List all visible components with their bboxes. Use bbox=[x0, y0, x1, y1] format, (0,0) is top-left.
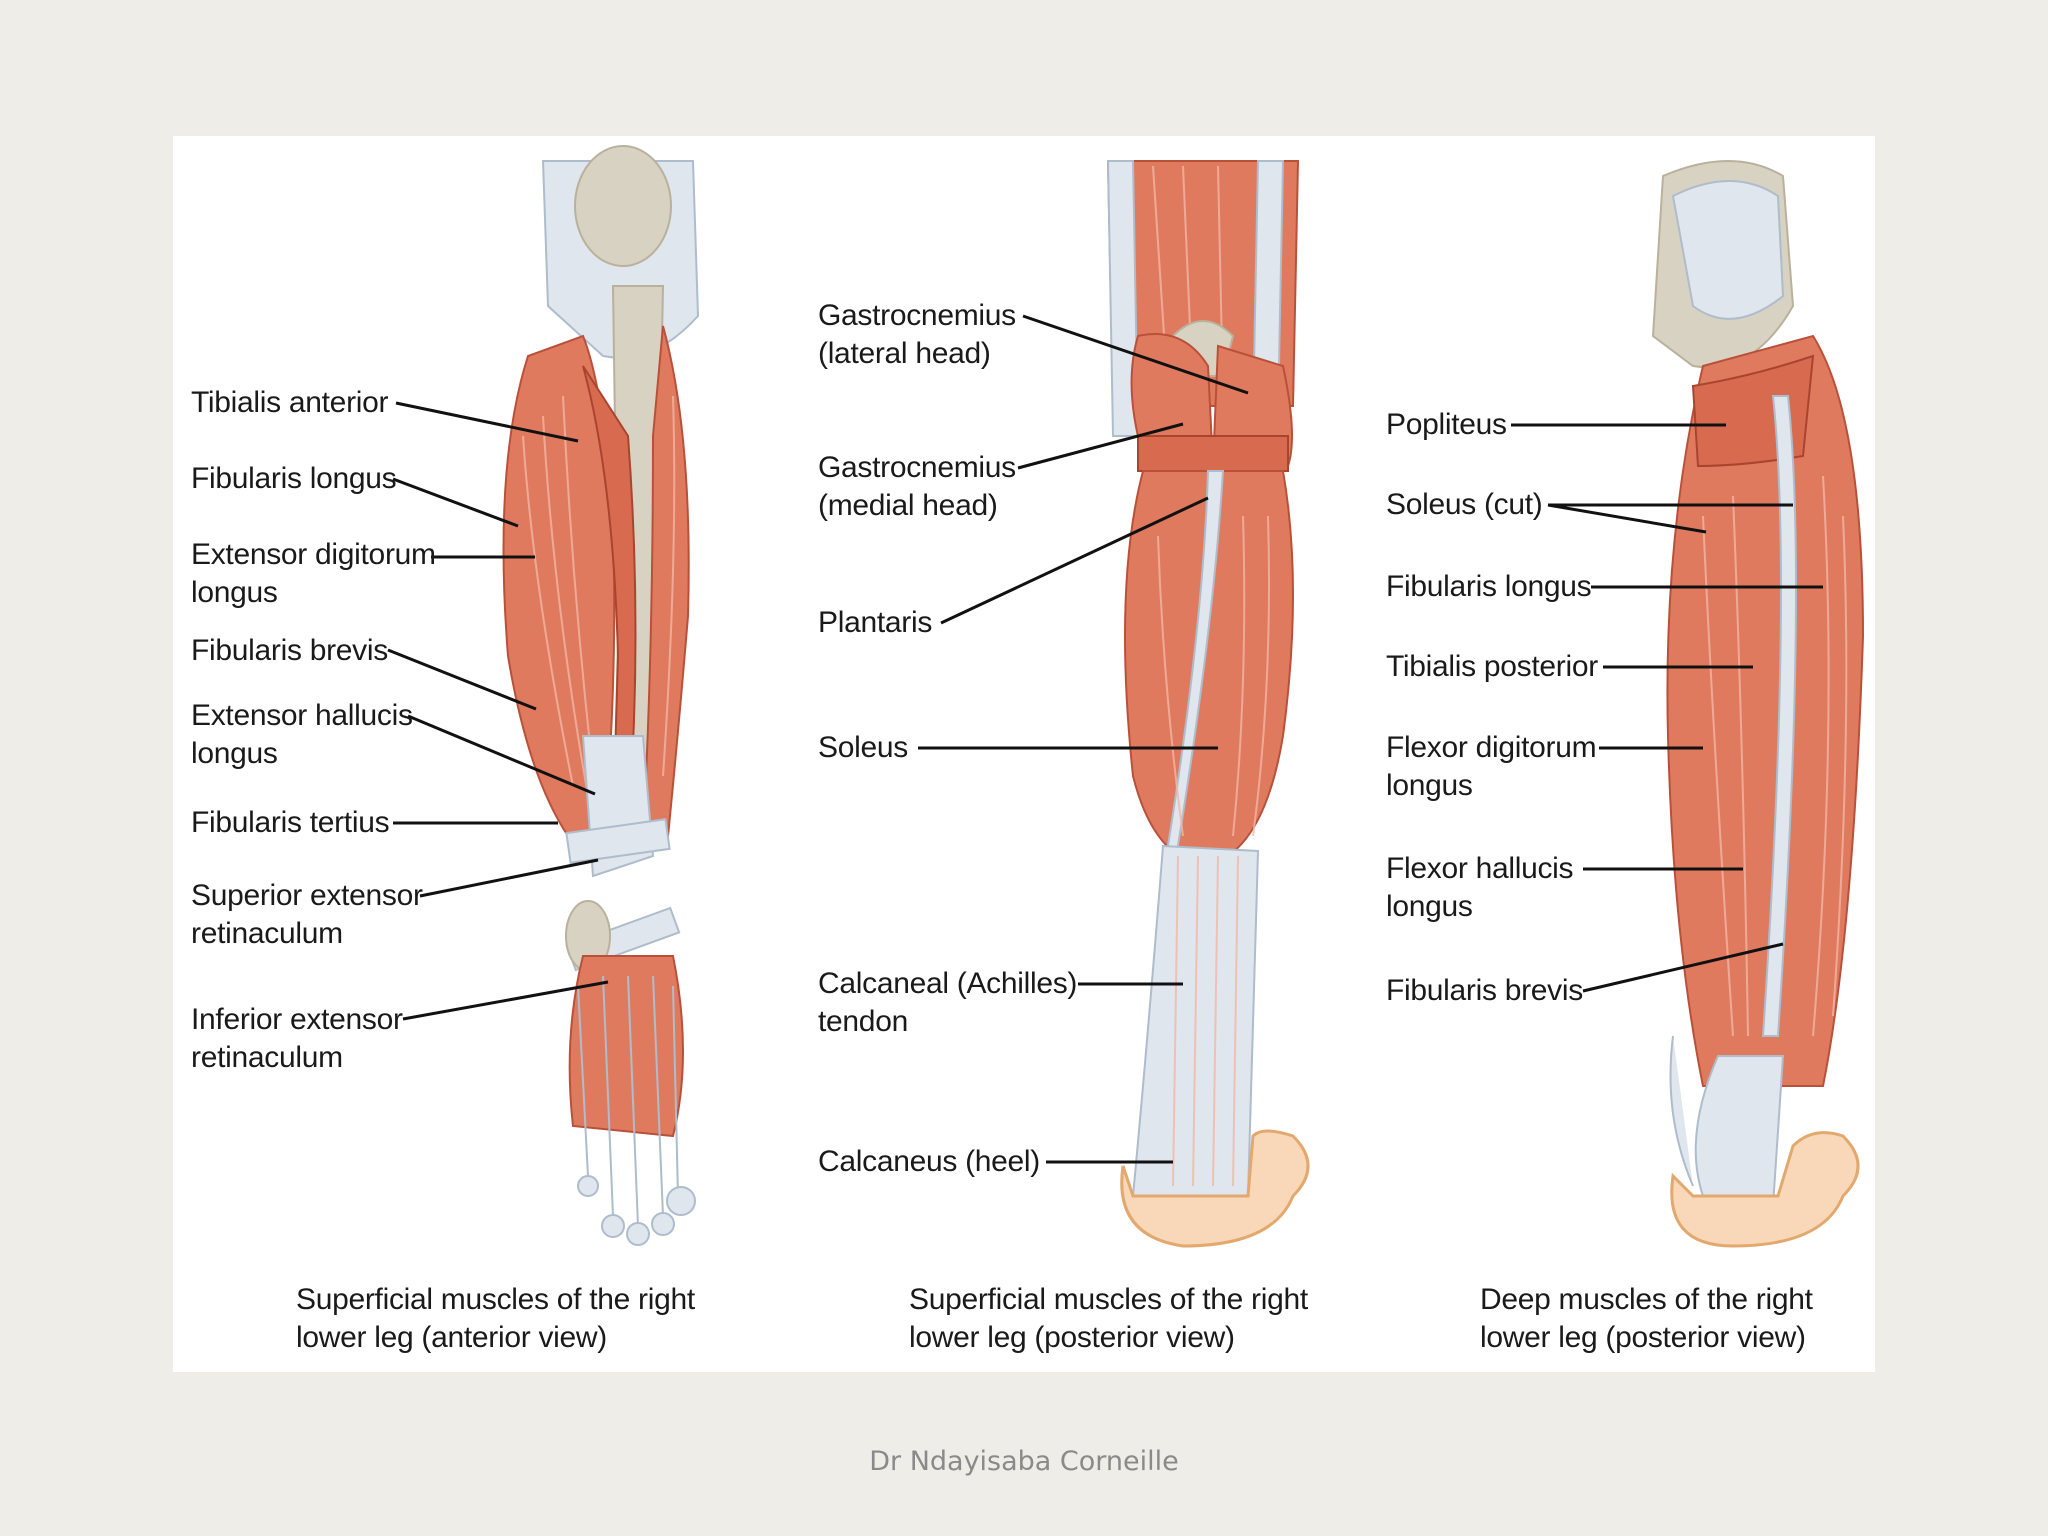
label-fibularis-longus-deep: Fibularis longus bbox=[1386, 570, 1592, 603]
leader-lines bbox=[387, 314, 1823, 1164]
label-tibialis-posterior: Tibialis posterior bbox=[1386, 650, 1598, 683]
posterior-deep-leg-illustration bbox=[1651, 160, 1865, 1248]
leader-tibialis-anterior bbox=[395, 401, 579, 443]
leader-superior-extensor-retinaculum bbox=[419, 858, 599, 898]
label-soleus-cut: Soleus (cut) bbox=[1386, 488, 1543, 521]
label-fibularis-brevis-deep: Fibularis brevis bbox=[1386, 974, 1583, 1007]
leader-extensor-hallucis-longus bbox=[407, 714, 596, 796]
anterior-leg-illustration bbox=[502, 145, 700, 1246]
label-calcaneus: Calcaneus (heel) bbox=[818, 1145, 1040, 1178]
label-fibularis-longus-anterior: Fibularis longus bbox=[191, 462, 397, 495]
label-fibularis-brevis-anterior: Fibularis brevis bbox=[191, 634, 388, 667]
label-fibularis-tertius: Fibularis tertius bbox=[191, 806, 390, 839]
label-calcaneal-tendon: Calcaneal (Achilles)tendon bbox=[818, 967, 1078, 1038]
figure-panel: Tibialis anterior Fibularis longus Exten… bbox=[173, 136, 1875, 1372]
label-gastrocnemius-medial: Gastrocnemius(medial head) bbox=[818, 451, 1016, 522]
label-plantaris: Plantaris bbox=[818, 606, 933, 639]
footer-author: Dr Ndayisaba Corneille bbox=[869, 1446, 1179, 1477]
label-popliteus: Popliteus bbox=[1386, 408, 1507, 441]
leader-gastrocnemius-medial bbox=[1017, 422, 1184, 470]
posterior-superficial-leg-illustration bbox=[1106, 160, 1310, 1248]
leader-inferior-extensor-retinaculum bbox=[402, 980, 609, 1021]
label-tibialis-anterior: Tibialis anterior bbox=[191, 386, 389, 419]
leader-gastrocnemius-lateral bbox=[1022, 314, 1249, 395]
leader-fibularis-brevis-anterior bbox=[387, 648, 537, 711]
anatomy-diagram bbox=[387, 145, 1865, 1248]
leader-fibularis-brevis-deep bbox=[1582, 942, 1784, 993]
leader-soleus-cut-lower bbox=[1547, 503, 1707, 534]
label-gastrocnemius-lateral: Gastrocnemius(lateral head) bbox=[818, 299, 1016, 370]
leader-fibularis-longus-anterior bbox=[392, 477, 519, 528]
label-soleus: Soleus bbox=[818, 731, 908, 764]
leader-plantaris bbox=[940, 496, 1209, 625]
